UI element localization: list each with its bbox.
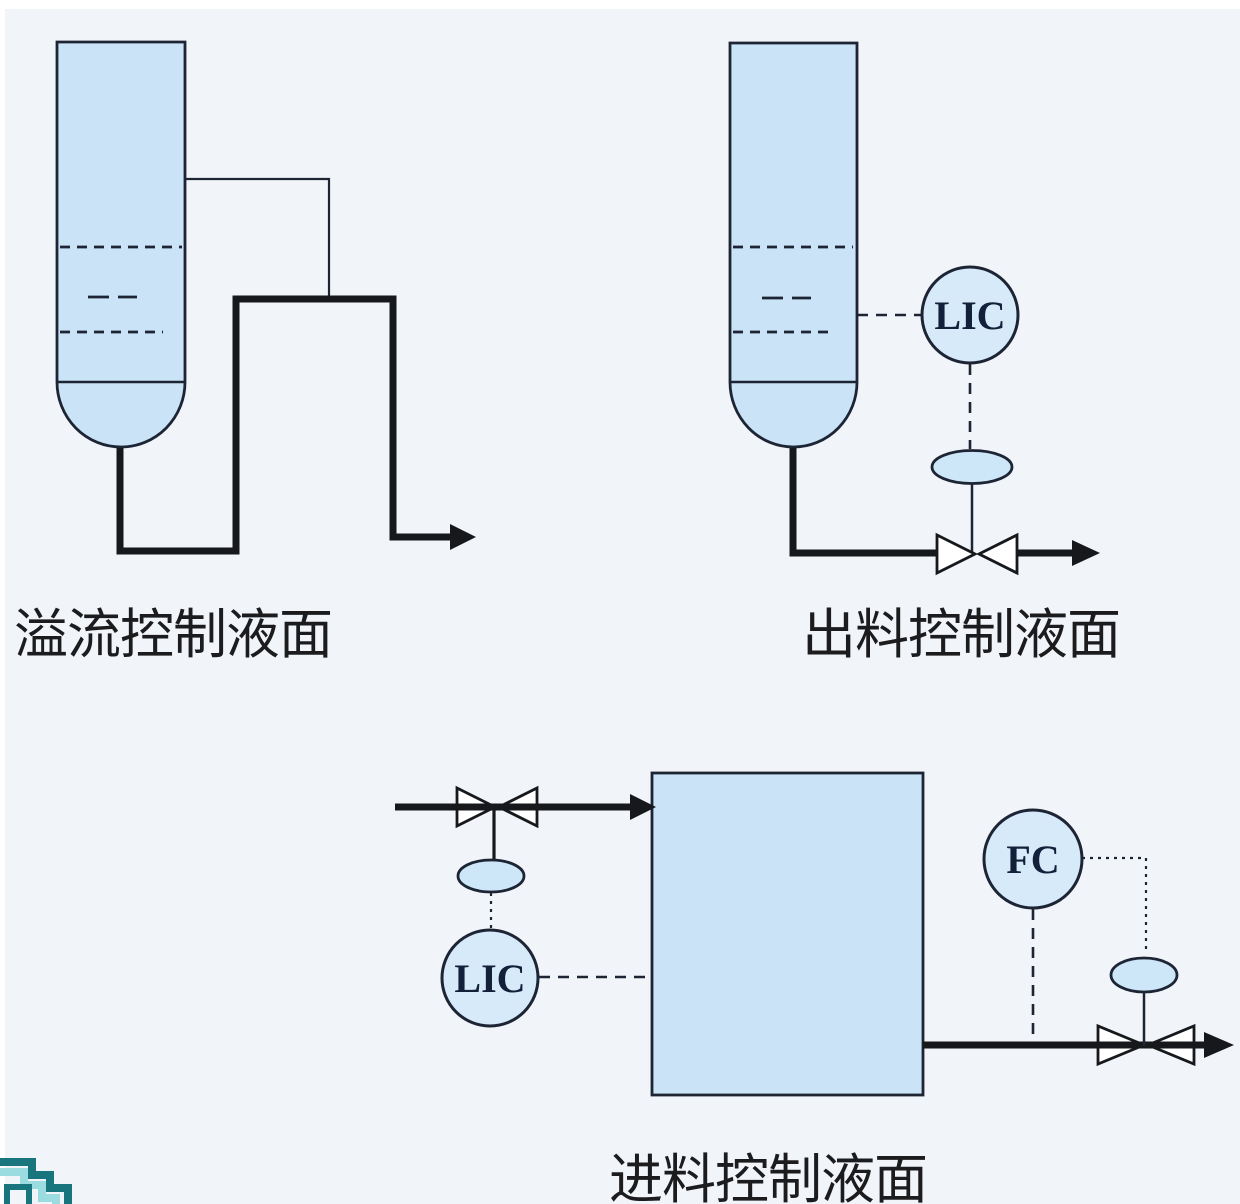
feed-diagram: LIC FC 进料控制液面: [395, 771, 1234, 1204]
lic-label: LIC: [934, 293, 1005, 338]
site-logo: [0, 1158, 72, 1204]
logo-step-dark-icon: [0, 1158, 72, 1204]
fc-label: FC: [1006, 837, 1059, 882]
overflow-caption: 溢流控制液面: [14, 605, 332, 665]
discharge-diagram: LIC 出料控制液面: [728, 41, 1121, 665]
feed-valve-actuator-ellipse: [456, 858, 526, 894]
tank-body: [650, 771, 925, 1097]
vessel-body: [55, 40, 187, 449]
lic-controller-circle: [920, 265, 1020, 365]
outlet-pipe: [789, 448, 937, 557]
outflow-arrow-icon: [1204, 1032, 1234, 1058]
feed-caption: 进料控制液面: [609, 1150, 927, 1204]
seal-loop-pipe: [116, 295, 452, 555]
logo-step-light-icon: [0, 1168, 60, 1204]
vessel-body: [728, 41, 859, 449]
overflow-diagram: 溢流控制液面: [14, 40, 476, 665]
logo-ring-icon: [4, 1184, 32, 1204]
outlet-valve-actuator-ellipse: [1109, 956, 1179, 994]
lic-label: LIC: [454, 956, 525, 1001]
valve-actuator-ellipse: [930, 449, 1014, 485]
overflow-balance-line: [185, 177, 331, 297]
inflow-arrow-icon: [630, 794, 656, 820]
discharge-caption: 出料控制液面: [802, 605, 1120, 665]
fc-to-actuator-signal: [1082, 856, 1148, 954]
outflow-arrow-icon: [1072, 540, 1100, 566]
control-valve-left-wing: [935, 532, 979, 576]
outflow-arrow-icon: [450, 524, 476, 550]
lic-controller-circle: [440, 928, 540, 1028]
